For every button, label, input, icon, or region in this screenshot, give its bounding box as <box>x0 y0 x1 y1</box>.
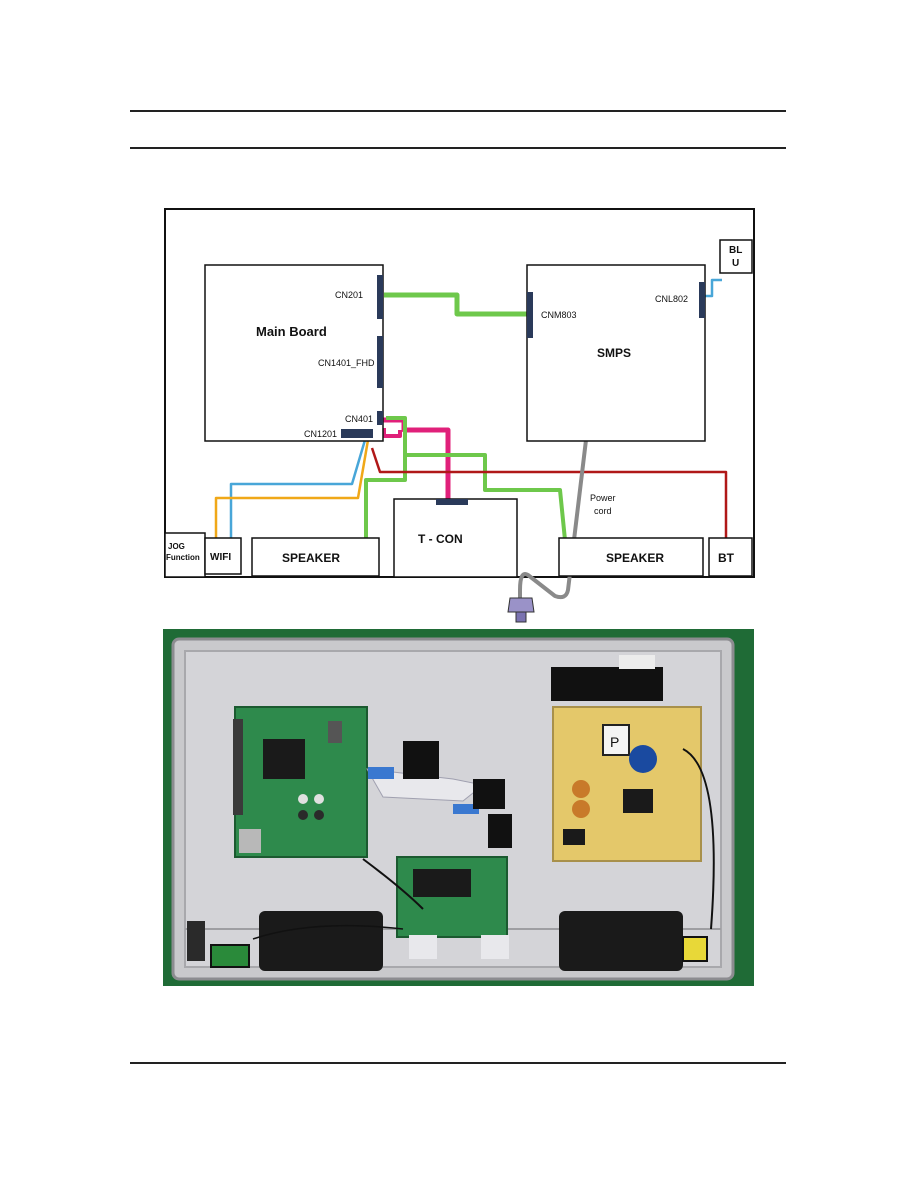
speaker-left-photo <box>259 911 383 971</box>
magenta-wire-main-tcon <box>380 417 451 500</box>
wifi-module-photo <box>210 944 250 968</box>
speaker-right-box <box>558 537 704 577</box>
blu-label-line1: BL <box>729 245 742 256</box>
speaker-right-label: SPEAKER <box>606 551 664 565</box>
wifi-label: WIFI <box>210 552 231 563</box>
smps-sticker-text: P <box>610 734 619 750</box>
block-diagram: Main Board CN201 CN1401_FHD CN401 CN1201… <box>164 208 755 623</box>
jog-label-line1: JOG <box>168 542 185 551</box>
tcon-board-photo <box>396 856 509 959</box>
cn401-label: CN401 <box>345 414 373 424</box>
cnl802-label: CNL802 <box>655 294 688 304</box>
green-wire-left-speaker <box>364 416 407 540</box>
blu-box <box>719 239 753 274</box>
cnm803-label: CNM803 <box>541 310 577 320</box>
green-wire-cn201-cnm803 <box>384 292 530 317</box>
bt-label: BT <box>718 551 735 565</box>
blue-wire-wifi <box>229 439 367 540</box>
cn401-connector <box>377 411 383 425</box>
smps-label: SMPS <box>597 346 631 360</box>
speaker-right-photo <box>559 911 683 971</box>
black-tape <box>403 741 439 779</box>
jog-module-photo <box>187 921 205 961</box>
tcon-label: T - CON <box>418 532 463 546</box>
cn1201-connector <box>341 429 373 438</box>
orange-wire-jog <box>214 439 370 540</box>
blu-label-line2: U <box>732 258 739 269</box>
red-wire-bt <box>370 447 728 540</box>
cn1201-label: CN1201 <box>304 429 337 439</box>
cn201-label: CN201 <box>335 290 363 300</box>
power-plug-icon <box>507 597 535 623</box>
bottom-rule <box>130 1062 786 1064</box>
cn1401-label: CN1401_FHD <box>318 358 375 368</box>
speaker-left-box <box>251 537 380 577</box>
wifi-box <box>204 537 242 575</box>
main-board-photo <box>233 706 368 858</box>
cnl802-connector <box>699 282 705 318</box>
cn1401-connector <box>377 336 383 388</box>
jog-label-line2: Function <box>166 553 200 562</box>
cnm803-connector <box>527 292 533 338</box>
green-wire-right-speaker <box>405 453 567 541</box>
power-cord <box>518 439 588 600</box>
smps-board-photo: P <box>551 655 702 862</box>
main-board-box <box>204 264 384 442</box>
speaker-left-label: SPEAKER <box>282 551 340 565</box>
cn201-connector <box>377 275 383 319</box>
power-cord-label-line2: cord <box>594 506 612 516</box>
top-rule-upper <box>130 110 786 112</box>
power-cord-label-line1: Power <box>590 493 616 503</box>
main-board-label: Main Board <box>256 324 327 339</box>
magenta-wire-main-tcon-2 <box>382 428 402 438</box>
blue-wire-blu <box>705 278 722 298</box>
top-rule-lower <box>130 147 786 149</box>
smps-box <box>526 264 706 442</box>
bt-module-photo <box>682 936 708 962</box>
bt-box <box>708 537 753 577</box>
jog-box <box>164 532 206 578</box>
tv-internal-photo: P <box>163 629 754 986</box>
tcon-connector <box>436 499 468 505</box>
